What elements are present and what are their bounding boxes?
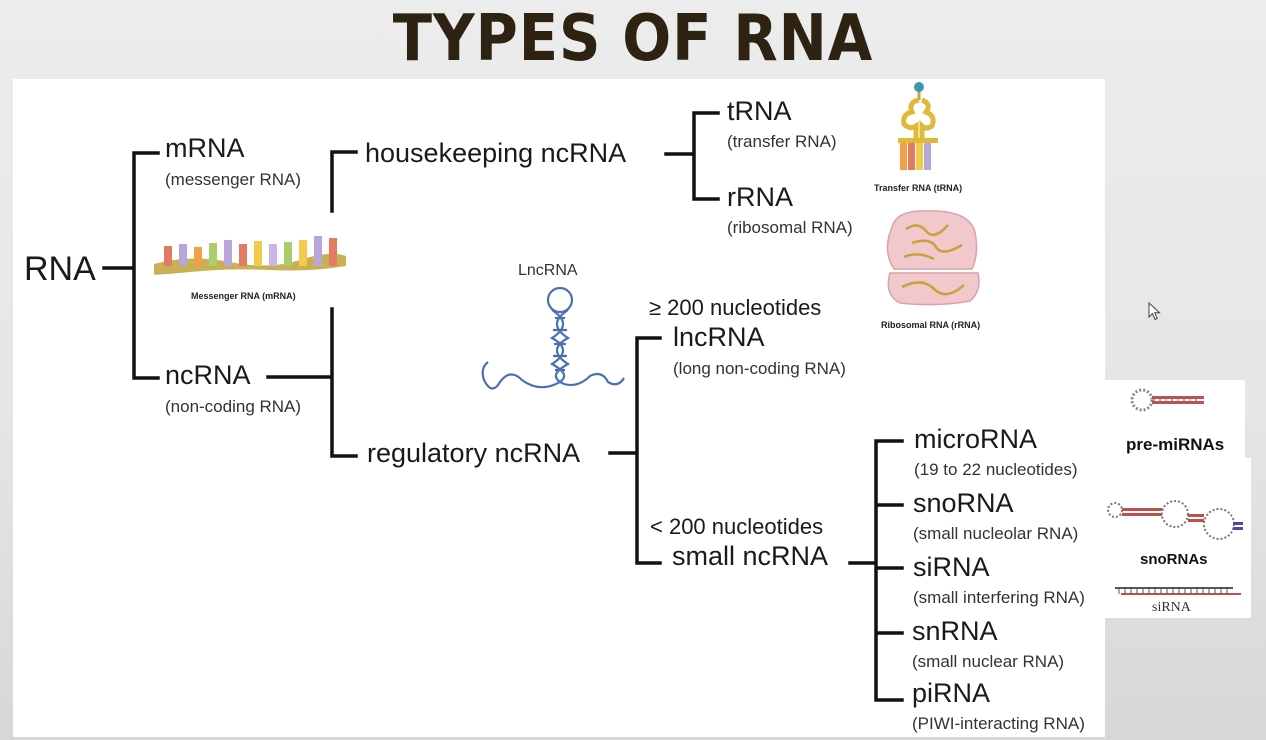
trna-illustration xyxy=(898,82,938,170)
node-regulatory-ncrna: regulatory ncRNA xyxy=(367,438,581,468)
node-ncrna-subtitle: (non-coding RNA) xyxy=(165,397,302,416)
node-pirna-subtitle: (PIWI-interacting RNA) xyxy=(912,714,1085,733)
node-lncrna: lncRNA xyxy=(673,322,765,352)
lncrna-illustration xyxy=(481,286,625,390)
rrna-illustration xyxy=(886,210,980,306)
pre-mirna-label: pre-miRNAs xyxy=(1126,435,1225,454)
trna-caption: Transfer RNA (tRNA) xyxy=(874,183,963,193)
lncrna-criterion: ≥ 200 nucleotides xyxy=(649,295,822,320)
node-microrna-subtitle: (19 to 22 nucleotides) xyxy=(914,460,1078,479)
small-ncrna-criterion: < 200 nucleotides xyxy=(650,514,824,539)
node-mrna: mRNA xyxy=(165,133,245,163)
node-trna: tRNA xyxy=(727,96,792,126)
node-rrna: rRNA xyxy=(727,182,793,212)
node-small-ncrna: small ncRNA xyxy=(672,541,829,571)
sirna-illustration xyxy=(1115,587,1241,595)
mrna-caption: Messenger RNA (mRNA) xyxy=(191,291,296,301)
node-sirna-subtitle: (small interfering RNA) xyxy=(913,588,1085,607)
mouse-pointer-icon xyxy=(1148,302,1161,321)
diagram-panel xyxy=(13,79,1105,737)
rrna-caption: Ribosomal RNA (rRNA) xyxy=(881,320,981,330)
side-image-panel xyxy=(1105,380,1245,460)
node-snorna: snoRNA xyxy=(913,488,1014,518)
snorna-illustration xyxy=(1107,500,1243,540)
node-snrna-subtitle: (small nuclear RNA) xyxy=(912,652,1065,671)
node-lncrna-subtitle: (long non-coding RNA) xyxy=(673,359,846,378)
node-snorna-subtitle: (small nucleolar RNA) xyxy=(913,524,1079,543)
mrna-illustration xyxy=(153,236,346,275)
node-rna: RNA xyxy=(24,250,96,288)
snorna-label: snoRNAs xyxy=(1140,551,1208,568)
sirna-image-label: siRNA xyxy=(1152,600,1191,615)
pre-mirna-illustration xyxy=(1130,388,1204,412)
node-snrna: snRNA xyxy=(912,616,998,646)
node-rrna-subtitle: (ribosomal RNA) xyxy=(727,218,853,237)
node-housekeeping-ncrna: housekeeping ncRNA xyxy=(365,138,627,168)
node-sirna: siRNA xyxy=(913,552,990,582)
lncrna-illustration-label: LncRNA xyxy=(518,262,578,279)
node-ncrna: ncRNA xyxy=(165,360,251,390)
node-trna-subtitle: (transfer RNA) xyxy=(727,132,837,151)
node-mrna-subtitle: (messenger RNA) xyxy=(165,170,302,189)
node-pirna: piRNA xyxy=(912,678,991,708)
page-title: TYPES OF RNA xyxy=(392,2,874,76)
node-microrna: microRNA xyxy=(914,424,1038,454)
